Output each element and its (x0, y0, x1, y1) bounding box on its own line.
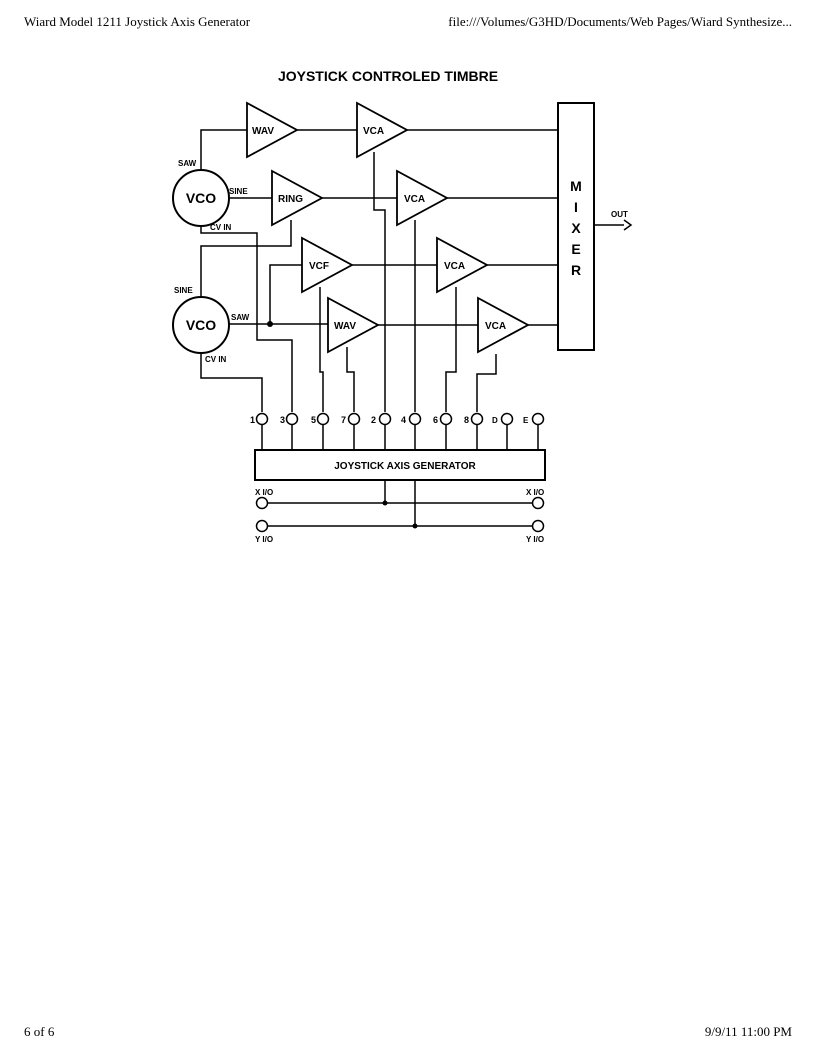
x-io-right-jack[interactable] (531, 496, 545, 510)
jack-e-label: E (523, 416, 529, 425)
out-label: OUT (611, 210, 628, 219)
mixer-module: M I X E R (557, 102, 595, 351)
jack-7-label: 7 (341, 415, 346, 425)
vca-3-label: VCA (444, 261, 465, 272)
wiring (200, 129, 633, 527)
jack-5-label: 5 (311, 415, 316, 425)
vco-1-sine-label: SINE (229, 187, 248, 196)
junction-dot (382, 500, 388, 506)
vca-4-label: VCA (485, 321, 506, 332)
vco-2-saw-label: SAW (231, 313, 250, 322)
joystick-axis-generator: JOYSTICK AXIS GENERATOR (254, 449, 546, 481)
y-io-right-jack[interactable] (531, 519, 545, 533)
junction-dot (412, 523, 418, 529)
mixer-letter: E (571, 241, 580, 257)
y-io-left-jack[interactable] (255, 519, 269, 533)
jack-4[interactable]: 4 (401, 412, 422, 451)
vco-1-cvin-label: CV IN (210, 223, 232, 232)
diagram-title: JOYSTICK CONTROLED TIMBRE (278, 68, 498, 84)
wav-1-label: WAV (252, 126, 274, 137)
jack-8-label: 8 (464, 415, 469, 425)
jack-2[interactable]: 2 (371, 412, 392, 451)
jack-6[interactable]: 6 (433, 412, 453, 451)
mixer-letter: R (571, 262, 581, 278)
ring-module: RING (271, 169, 324, 227)
jack-e[interactable]: E (523, 412, 545, 426)
jack-5[interactable]: 5 (311, 412, 330, 451)
wav-1-module: WAV (246, 101, 299, 159)
jack-3-label: 3 (280, 415, 285, 425)
mixer-letter: M (570, 178, 582, 194)
page-header-title: Wiard Model 1211 Joystick Axis Generator (24, 14, 251, 29)
wav-2-label: WAV (334, 321, 356, 332)
vca-4-module: VCA (477, 296, 530, 354)
ring-label: RING (278, 194, 303, 205)
vcf-label: VCF (309, 261, 329, 272)
jack-d[interactable]: D (492, 412, 514, 426)
wav-2-module: WAV (327, 296, 380, 354)
vca-2-label: VCA (404, 194, 425, 205)
page-footer-timestamp: 9/9/11 11:00 PM (704, 1024, 792, 1039)
vca-1-module: VCA (356, 101, 409, 159)
jack-1-label: 1 (250, 415, 255, 425)
junction-dot (267, 321, 273, 327)
vcf-module: VCF (301, 236, 354, 294)
jack-8[interactable]: 8 (464, 412, 484, 451)
page-footer-page-count: 6 of 6 (24, 1024, 55, 1039)
jack-3[interactable]: 3 (280, 412, 299, 451)
vco-1-saw-label: SAW (178, 159, 197, 168)
jack-4-label: 4 (401, 415, 406, 425)
jack-d-label: D (492, 416, 498, 425)
y-io-right-label: Y I/O (526, 535, 544, 544)
vca-1-label: VCA (363, 126, 384, 137)
vca-2-module: VCA (396, 169, 449, 227)
vco-2-sine-label: SINE (174, 286, 193, 295)
vco-2-label: VCO (186, 317, 216, 333)
jack-row: 1 3 5 7 2 4 6 (250, 412, 545, 451)
jack-7[interactable]: 7 (341, 412, 361, 451)
jack-1[interactable]: 1 (250, 412, 269, 451)
vco-2-cvin-label: CV IN (205, 355, 227, 364)
vco-1: VCO (172, 169, 230, 227)
jack-6-label: 6 (433, 415, 438, 425)
x-io-right-label: X I/O (526, 488, 544, 497)
x-io-left-jack[interactable] (255, 496, 269, 510)
vca-3-module: VCA (436, 236, 489, 294)
vco-1-label: VCO (186, 190, 216, 206)
mixer-letter: I (574, 199, 578, 215)
vco-2: VCO (172, 296, 230, 354)
generator-label: JOYSTICK AXIS GENERATOR (334, 461, 476, 472)
page-header-url: file:///Volumes/G3HD/Documents/Web Pages… (448, 14, 792, 29)
y-io-left-label: Y I/O (255, 535, 273, 544)
jack-2-label: 2 (371, 415, 376, 425)
x-io-left-label: X I/O (255, 488, 273, 497)
mixer-letter: X (571, 220, 581, 236)
